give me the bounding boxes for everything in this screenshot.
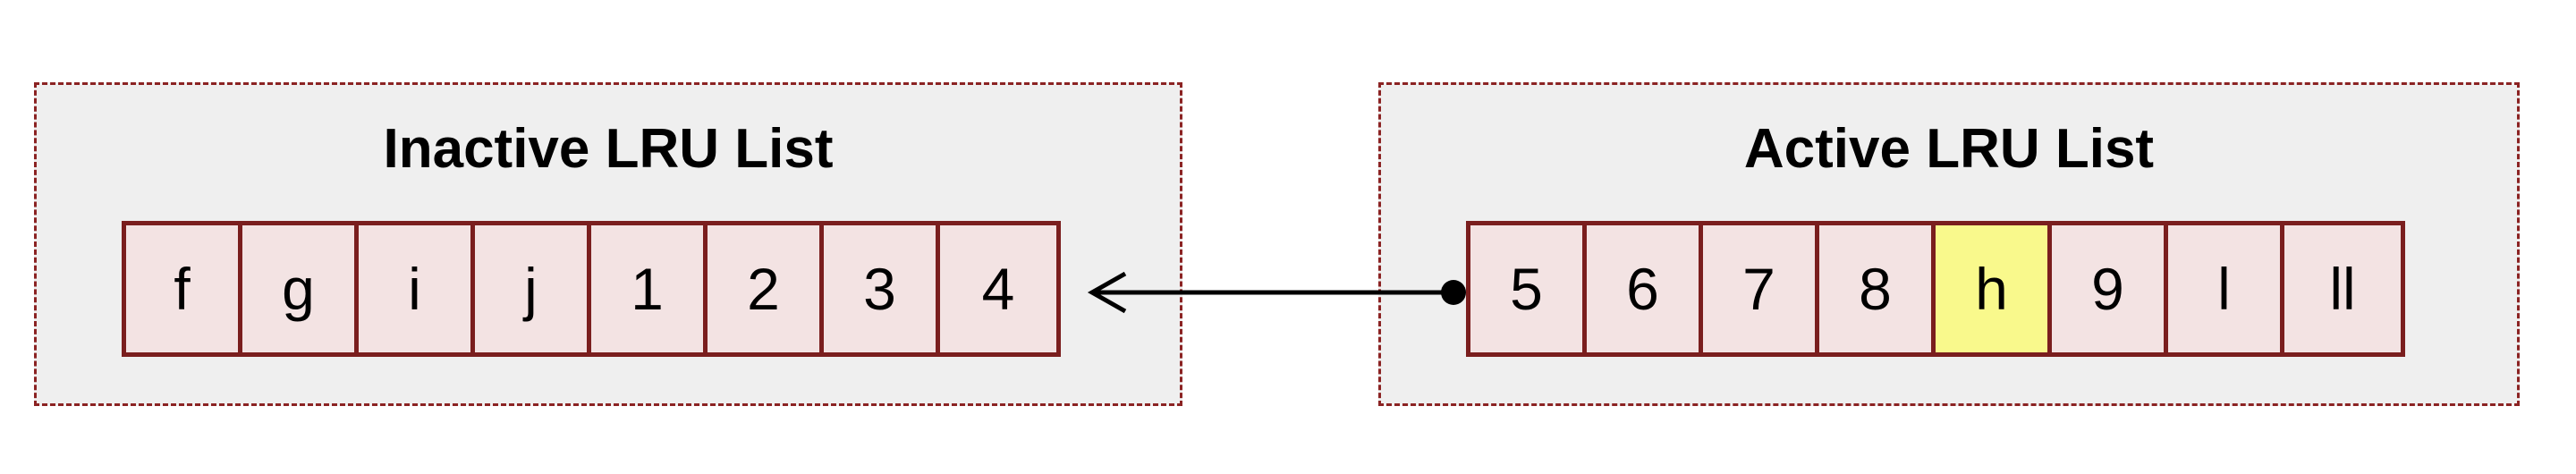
inactive-cell: 1 [591,225,708,352]
active-lru-list-title: Active LRU List [1743,118,2155,180]
active-cell: 5 [1470,225,1587,352]
inactive-cell: 2 [708,225,824,352]
inactive-cell: 3 [824,225,940,352]
active-cell: 6 [1587,225,1703,352]
active-cell-highlighted: h [1936,225,2052,352]
active-cell: ll [2329,256,2356,322]
active-cell: l [2168,225,2284,352]
inactive-lru-list-cells: f g i j 1 2 3 4 [122,221,1061,357]
active-cell: 7 [1703,225,1819,352]
active-cell: 8 [1819,225,1936,352]
inactive-lru-list-title: Inactive LRU List [383,118,834,180]
arrow-head-icon [1087,271,1127,314]
inactive-cell: i [359,225,475,352]
active-lru-list-cells: 5 6 7 8 h 9 l ll [1466,221,2405,357]
inactive-cell: j [475,225,591,352]
inactive-cell: g [242,225,359,352]
inactive-cell: 4 [981,256,1015,322]
active-lru-list-panel: Active LRU List 5 6 7 8 h 9 l ll [1378,82,2520,406]
active-cell: 9 [2052,225,2168,352]
inactive-cell: f [126,225,242,352]
inactive-lru-list-panel: Inactive LRU List f g i j 1 2 3 4 [34,82,1182,406]
connector-origin-dot-icon [1441,280,1466,305]
